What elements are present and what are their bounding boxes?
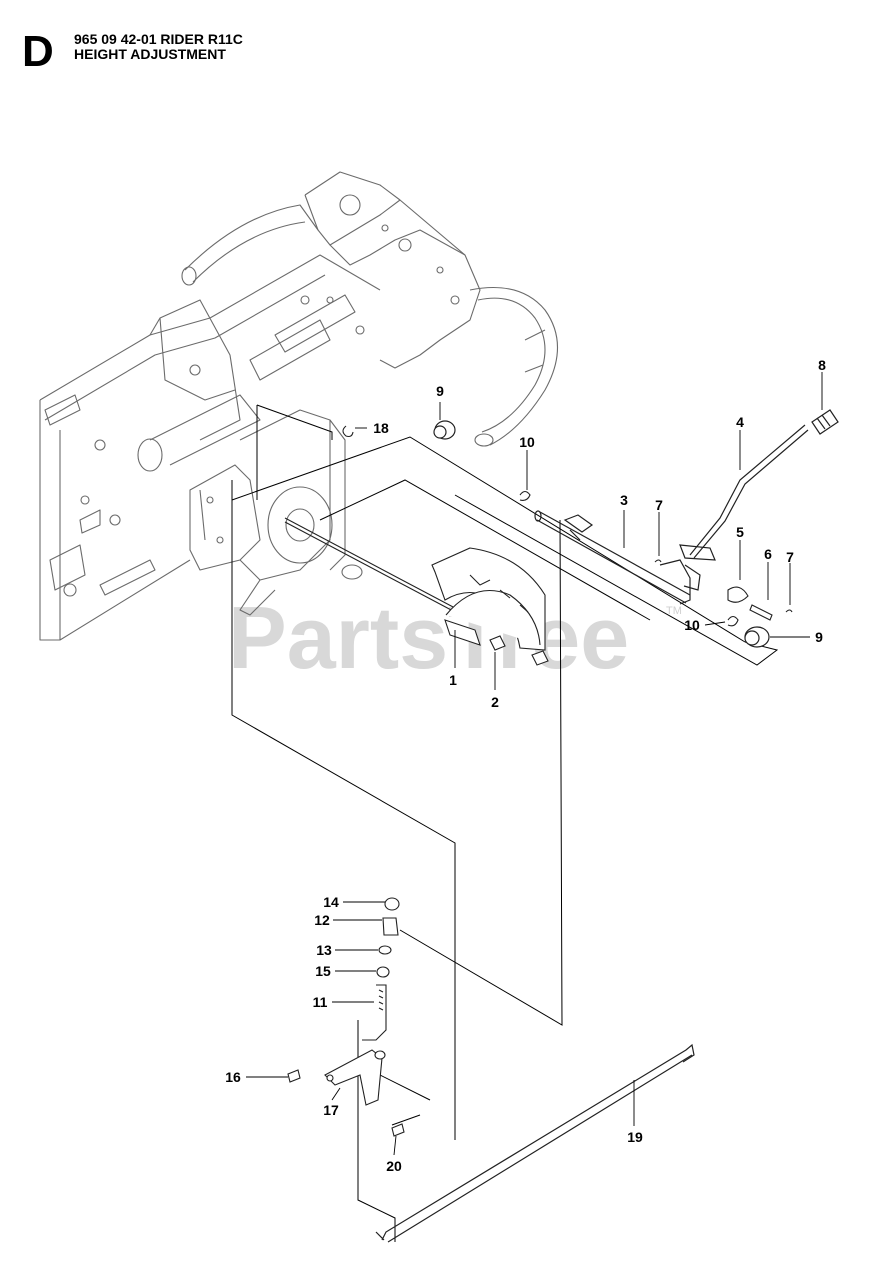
spring-part-6 bbox=[749, 604, 773, 621]
clip-part-18 bbox=[342, 425, 354, 438]
callout-18: 18 bbox=[373, 420, 389, 436]
callout-4: 4 bbox=[736, 414, 744, 430]
knob-part-8 bbox=[811, 409, 839, 435]
callout-15: 15 bbox=[315, 963, 331, 979]
pin-part-20 bbox=[391, 1123, 405, 1137]
callout-17: 17 bbox=[323, 1102, 339, 1118]
clip-part-7-left bbox=[654, 559, 662, 563]
tractor-frame bbox=[39, 171, 559, 641]
callout-12: 12 bbox=[314, 912, 330, 928]
bolt-part-2 bbox=[489, 635, 549, 666]
pin-part-16 bbox=[287, 1069, 301, 1083]
lift-rod-part-1 bbox=[284, 517, 456, 613]
bolt-part-12 bbox=[382, 917, 399, 936]
height-plate bbox=[431, 547, 546, 651]
callout-11: 11 bbox=[313, 994, 328, 1010]
callout-7-right: 7 bbox=[786, 549, 794, 565]
callout-2: 2 bbox=[491, 694, 499, 710]
callout-9-upper: 9 bbox=[436, 383, 444, 399]
callout-1: 1 bbox=[449, 672, 457, 688]
clip-part-10-upper bbox=[519, 490, 531, 501]
callout-16: 16 bbox=[225, 1069, 241, 1085]
callout-19: 19 bbox=[627, 1129, 643, 1145]
callout-3: 3 bbox=[620, 492, 628, 508]
watermark-text: PartsTree bbox=[228, 588, 629, 687]
bracket-part-17 bbox=[324, 1049, 386, 1106]
bushing-part-9-upper bbox=[433, 420, 456, 440]
callout-10-upper: 10 bbox=[519, 434, 535, 450]
small-hardware bbox=[519, 490, 793, 627]
height-shaft-part-3 bbox=[534, 510, 691, 605]
callout-8: 8 bbox=[818, 357, 826, 373]
callout-5: 5 bbox=[736, 524, 744, 540]
assembly-name: HEIGHT ADJUSTMENT bbox=[74, 46, 226, 62]
diagram-title: 965 09 42-01 RIDER R11C HEIGHT ADJUSTMEN… bbox=[74, 32, 243, 62]
watermark-trademark: TM bbox=[666, 605, 682, 617]
section-letter: D bbox=[22, 27, 54, 76]
callout-13: 13 bbox=[316, 942, 332, 958]
callout-7-left: 7 bbox=[655, 497, 663, 513]
callout-leaders bbox=[246, 372, 823, 1156]
washer-part-13 bbox=[378, 945, 392, 955]
callout-9-lower: 9 bbox=[815, 629, 823, 645]
threaded-rod-part-11 bbox=[362, 984, 387, 1041]
callout-6: 6 bbox=[764, 546, 772, 562]
catch-part-5 bbox=[727, 586, 749, 603]
lower-linkage bbox=[362, 897, 400, 1041]
watermark: PartsTree TM bbox=[228, 588, 682, 687]
clip-part-7-right bbox=[785, 609, 793, 613]
lever-part-4 bbox=[679, 424, 809, 591]
bushing-part-9-lower bbox=[744, 626, 770, 648]
callout-labels: 1 2 3 4 5 6 7 7 8 9 9 10 10 11 12 13 14 … bbox=[225, 357, 826, 1174]
clip-part-10-lower bbox=[727, 615, 739, 627]
cap-part-14 bbox=[384, 897, 400, 911]
model-number: 965 09 42-01 RIDER R11C bbox=[74, 31, 243, 47]
nut-part-15 bbox=[376, 966, 390, 978]
callout-10-lower: 10 bbox=[684, 617, 700, 633]
callout-20: 20 bbox=[386, 1158, 402, 1174]
long-rod-part-19 bbox=[375, 1043, 695, 1243]
callout-14: 14 bbox=[323, 894, 339, 910]
